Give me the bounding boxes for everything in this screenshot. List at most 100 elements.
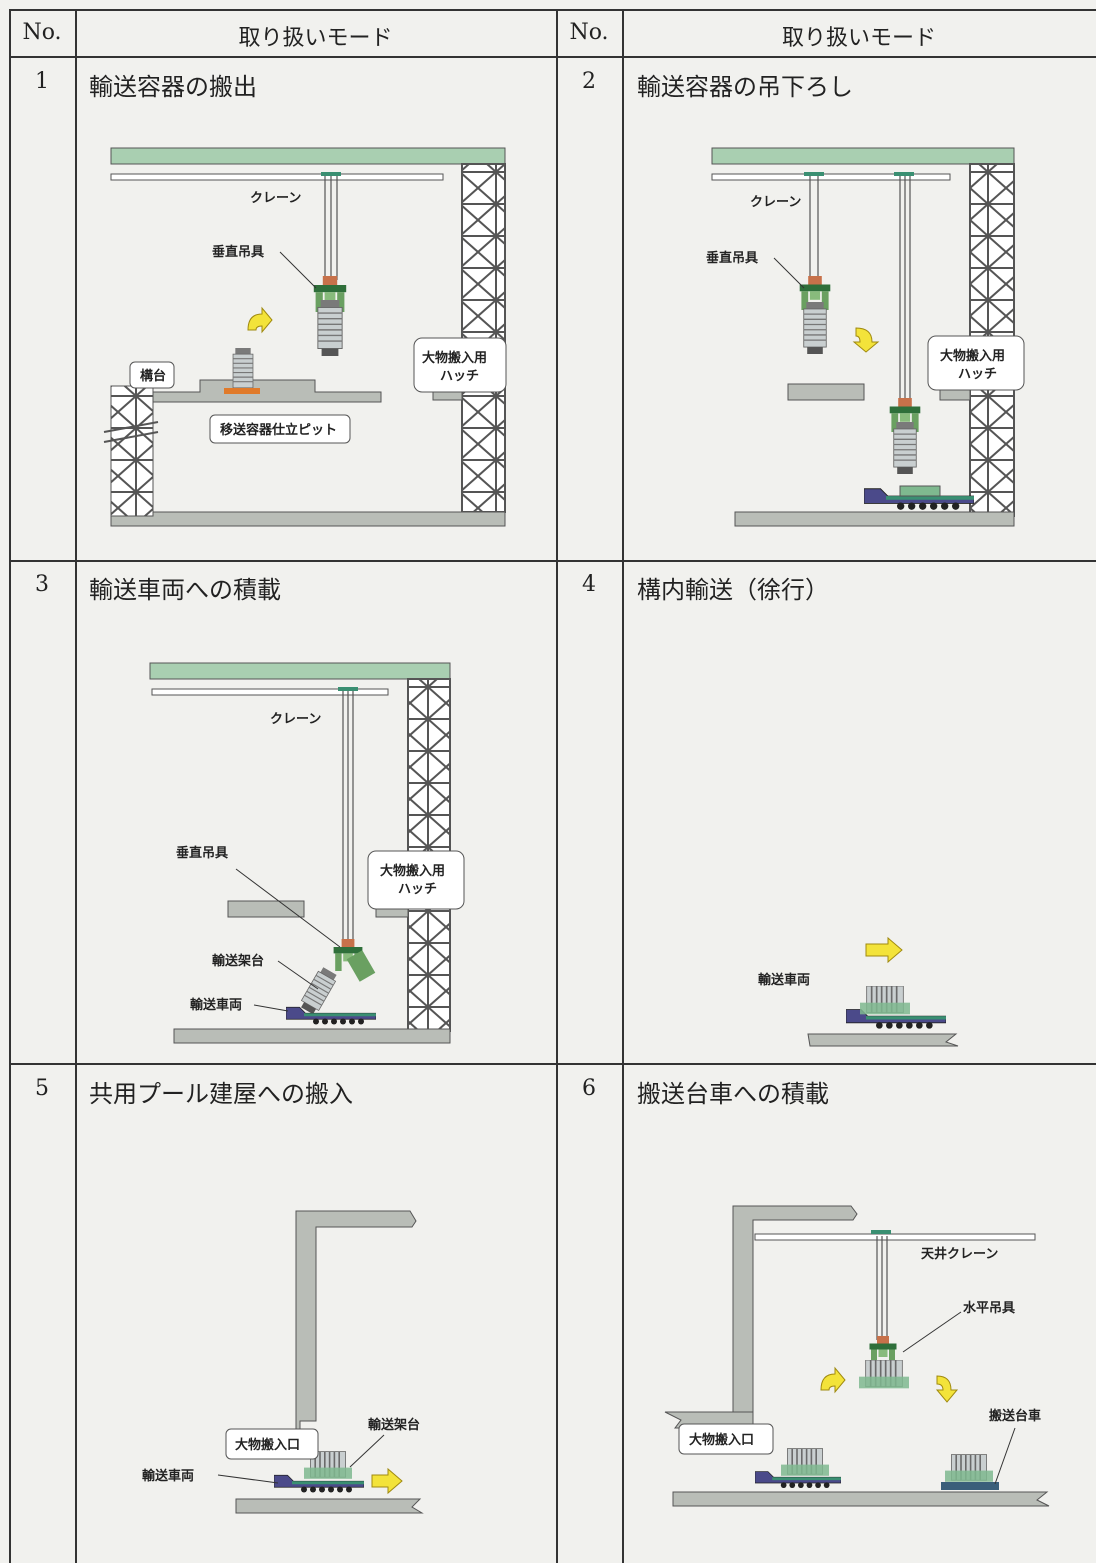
ground-slab xyxy=(110,511,506,527)
building-wall xyxy=(295,1210,417,1430)
road-strip xyxy=(807,1033,959,1047)
header-mode-right: 取り扱いモード xyxy=(781,26,936,51)
hatch-ledge xyxy=(939,389,971,401)
header-mode-left: 取り扱いモード xyxy=(238,26,393,51)
row-title-3: 輸送車両への積載 xyxy=(89,576,281,604)
row-divider-2 xyxy=(9,1063,1096,1065)
crane-rail xyxy=(754,1233,1036,1241)
label-vehicle: 輸送車両 xyxy=(142,1468,194,1484)
row-divider-1 xyxy=(9,560,1096,562)
label-stand: 構台 xyxy=(140,368,166,384)
gantry-stand xyxy=(110,385,154,517)
col-divider-2 xyxy=(556,9,558,1563)
trolley xyxy=(338,687,358,691)
figure-cart-loading: 天井クレーン 水平吊具 大物搬入口 搬送台車 xyxy=(664,1205,1050,1507)
pit-base xyxy=(224,388,260,394)
figure-cask-lowering: クレーン 垂直吊具 大物搬入用 ハッチ xyxy=(706,147,1025,527)
crane-rail xyxy=(711,173,951,181)
label-hatch: 大物搬入用 xyxy=(380,863,445,879)
label-cart: 搬送台車 xyxy=(989,1408,1041,1424)
entrance-callout xyxy=(678,1423,774,1455)
label-crane: クレーン xyxy=(750,195,801,210)
row-title-1: 輸送容器の搬出 xyxy=(89,73,257,101)
leader-line xyxy=(253,1004,289,1012)
label-hook: 水平吊具 xyxy=(963,1300,1015,1316)
break-line xyxy=(103,431,159,443)
road-strip xyxy=(235,1498,424,1514)
horizontal-cask xyxy=(860,986,910,1016)
transfer-cart xyxy=(941,1482,999,1490)
label-crane: クレーン xyxy=(270,712,321,727)
label-hook: 垂直吊具 xyxy=(212,244,264,260)
table-border-top xyxy=(9,9,1096,11)
entrance-callout xyxy=(225,1428,319,1460)
label-frame: 輸送架台 xyxy=(368,1417,420,1433)
table-border-left xyxy=(9,9,11,1563)
trolley-2 xyxy=(894,172,914,176)
building-beam xyxy=(711,147,1015,165)
row-number-3: 3 xyxy=(35,572,49,597)
rotate-arrow-left xyxy=(820,1366,846,1394)
label-vehicle: 輸送車両 xyxy=(190,997,242,1013)
crane-cables xyxy=(809,176,911,402)
label-crane: 天井クレーン xyxy=(921,1246,998,1262)
header-no-right: No. xyxy=(569,20,609,45)
building-beam xyxy=(149,662,451,680)
row-number-5: 5 xyxy=(35,1076,49,1101)
col-divider-3 xyxy=(622,9,624,1563)
leader-line xyxy=(773,257,805,289)
hanging-cask xyxy=(859,1360,909,1390)
figure-vehicle-loading: クレーン 垂直吊具 輸送架台 輸送車両 大物搬入用 ハッチ xyxy=(149,662,465,1044)
crane-rail xyxy=(110,173,444,181)
cask-lowered xyxy=(893,422,917,474)
label-hatch-2: ハッチ xyxy=(440,369,479,384)
row-number-2: 2 xyxy=(582,69,596,94)
crane-cables xyxy=(324,176,338,280)
row-title-4: 構内輸送（徐行） xyxy=(637,576,829,604)
building-beam xyxy=(110,147,506,165)
label-hatch: 大物搬入用 xyxy=(940,348,1005,364)
cask-in-pit xyxy=(232,348,254,394)
rotate-arrow xyxy=(852,327,880,353)
figure-cask-removal: クレーン 垂直吊具 構台 移送容器仕立ピット 大物搬入用 ハッチ xyxy=(103,147,507,527)
rotate-arrow xyxy=(247,306,273,334)
cask-hanging xyxy=(803,301,827,355)
cask-on-cart xyxy=(945,1454,993,1483)
hatch-floor xyxy=(227,900,305,918)
stand-callout xyxy=(129,361,175,389)
transport-frame xyxy=(899,485,941,497)
label-frame: 輸送架台 xyxy=(212,953,264,969)
label-hatch: 大物搬入用 xyxy=(422,350,487,366)
pit-callout xyxy=(209,414,351,444)
hatch-callout xyxy=(367,850,465,910)
leader-line xyxy=(277,960,319,990)
label-hatch-2: ハッチ xyxy=(398,882,437,897)
trolley xyxy=(804,172,824,176)
label-hatch-2: ハッチ xyxy=(958,367,997,382)
row-number-4: 4 xyxy=(582,572,596,597)
label-entrance: 大物搬入口 xyxy=(235,1437,300,1453)
row-title-5: 共用プール建屋への搬入 xyxy=(89,1080,353,1108)
handling-mode-table: No. 取り扱いモード No. 取り扱いモード 1 輸送容器の搬出 2 輸送容器… xyxy=(9,9,1096,1563)
tilting-frame xyxy=(346,950,376,982)
label-hook: 垂直吊具 xyxy=(176,845,228,861)
trolley xyxy=(321,172,341,176)
leader-line xyxy=(349,1434,385,1468)
pit-floor xyxy=(152,379,382,403)
leader-line xyxy=(217,1474,279,1484)
cask-hanging xyxy=(317,300,343,356)
floor-strip xyxy=(672,1491,1050,1507)
transport-vehicle xyxy=(286,1006,376,1025)
leader-line xyxy=(235,868,341,948)
leader-line xyxy=(994,1427,1016,1485)
label-hook: 垂直吊具 xyxy=(706,250,758,266)
label-vehicle: 輸送車両 xyxy=(758,972,810,988)
figure-pool-building-entry: 大物搬入口 輸送架台 輸送車両 xyxy=(142,1210,424,1514)
rotate-arrow-right xyxy=(935,1375,959,1403)
header-no-left: No. xyxy=(22,20,62,45)
header-divider xyxy=(9,56,1096,58)
ground-slab xyxy=(173,1028,451,1044)
row-title-6: 搬送台車への積載 xyxy=(637,1080,829,1108)
horizontal-cask xyxy=(781,1448,829,1477)
crane-cables xyxy=(876,1236,888,1340)
